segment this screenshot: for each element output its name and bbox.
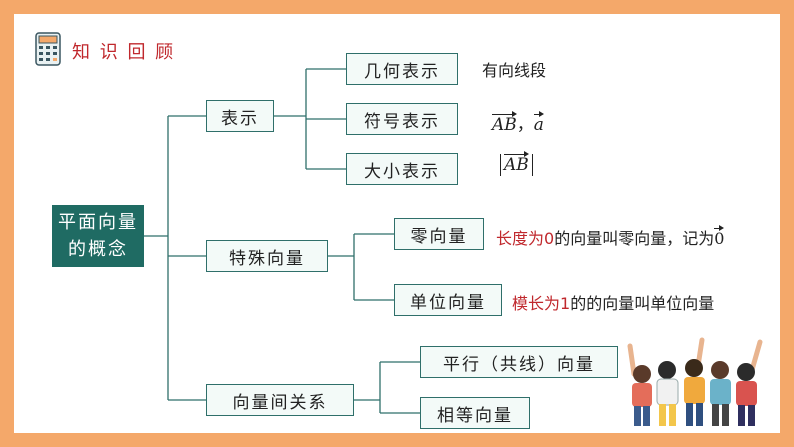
students-illustration <box>622 326 772 430</box>
zero-vector: 0 <box>714 225 725 248</box>
root-line-1: 平面向量 <box>58 212 138 233</box>
leaf-equal: 相等向量 <box>420 397 530 429</box>
leaf-unit: 单位向量 <box>394 284 502 316</box>
note-symbolic: AB，a <box>492 110 545 135</box>
magnitude-bars: AB <box>500 151 533 176</box>
zero-rest: 的向量叫零向量，记为 <box>554 229 715 248</box>
root-node: 平面向量 的概念 <box>52 205 144 267</box>
note-unit: 模长为1的的向量叫单位向量 <box>512 290 714 314</box>
representation-connector <box>274 68 346 170</box>
branch-special: 特殊向量 <box>206 240 328 272</box>
zero-highlight: 长度为0 <box>496 229 555 248</box>
vector-separator: ， <box>516 115 534 135</box>
root-connector <box>144 115 206 401</box>
leaf-parallel: 平行（共线）向量 <box>420 346 618 378</box>
calculator-icon <box>35 32 61 66</box>
note-zero: 长度为0的向量叫零向量，记为0 <box>496 225 725 249</box>
note-magnitude: AB <box>500 151 533 176</box>
leaf-magnitude: 大小表示 <box>346 153 458 185</box>
special-connector <box>328 233 394 301</box>
leaf-symbolic: 符号表示 <box>346 103 458 135</box>
connector-lines <box>144 68 420 414</box>
vector-a: a <box>533 111 545 135</box>
note-geometric: 有向线段 <box>482 61 547 80</box>
unit-highlight: 模长为1 <box>512 294 571 313</box>
root-line-2: 的概念 <box>68 239 128 260</box>
branch-relations: 向量间关系 <box>206 384 354 416</box>
header-title: 知 识 回 顾 <box>72 42 176 63</box>
slide: 知 识 回 顾 平面向量 的概念 表示 特殊向量 向量间关系 几何表示 符号表示… <box>14 14 780 433</box>
relations-connector <box>354 361 420 414</box>
branch-representation: 表示 <box>206 100 274 132</box>
leaf-geometric: 几何表示 <box>346 53 458 85</box>
magnitude-vector-ab: AB <box>504 151 529 175</box>
leaf-zero: 零向量 <box>394 218 484 250</box>
unit-rest: 的的向量叫单位向量 <box>570 294 715 313</box>
vector-ab: AB <box>492 111 517 135</box>
